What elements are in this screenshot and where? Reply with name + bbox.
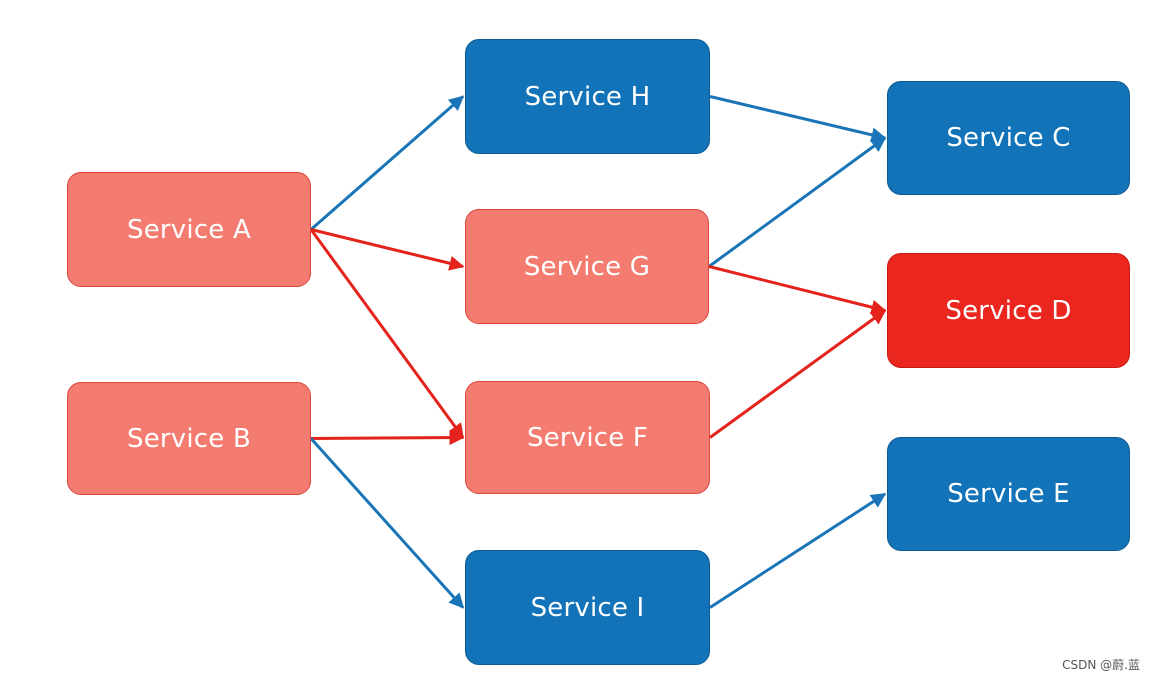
service-d-node: Service D <box>887 253 1130 368</box>
service-e-node: Service E <box>887 437 1130 551</box>
service-f-label: Service F <box>526 422 649 453</box>
service-c-node: Service C <box>887 81 1130 195</box>
service-b-node: Service B <box>67 382 311 495</box>
edge-a-to-g <box>310 228 465 271</box>
service-g-label: Service G <box>523 251 651 282</box>
service-b-label: Service B <box>127 423 251 454</box>
service-c-label: Service C <box>946 123 1071 153</box>
service-e-label: Service E <box>947 479 1070 509</box>
service-i-node: Service I <box>465 550 710 665</box>
watermark: CSDN @蔚.蓝 <box>1062 658 1140 672</box>
service-f-node: Service F <box>465 381 710 494</box>
service-h-node: Service H <box>465 39 710 154</box>
service-a-label: Service A <box>127 214 251 245</box>
service-a-node: Service A <box>67 172 311 287</box>
edge-b-to-f <box>310 430 465 446</box>
edge-a-to-h <box>310 95 465 231</box>
edge-i-to-e <box>709 492 887 609</box>
service-i-label: Service I <box>530 592 645 623</box>
service-h-label: Service H <box>524 81 651 112</box>
edge-a-to-f <box>309 228 465 439</box>
edge-g-to-c <box>708 136 887 268</box>
service-d-label: Service D <box>945 295 1072 326</box>
edge-b-to-i <box>309 437 465 609</box>
service-g-node: Service G <box>465 209 709 324</box>
edge-h-to-c <box>709 95 887 143</box>
edge-g-to-d <box>708 265 887 315</box>
edge-f-to-d <box>709 309 887 439</box>
